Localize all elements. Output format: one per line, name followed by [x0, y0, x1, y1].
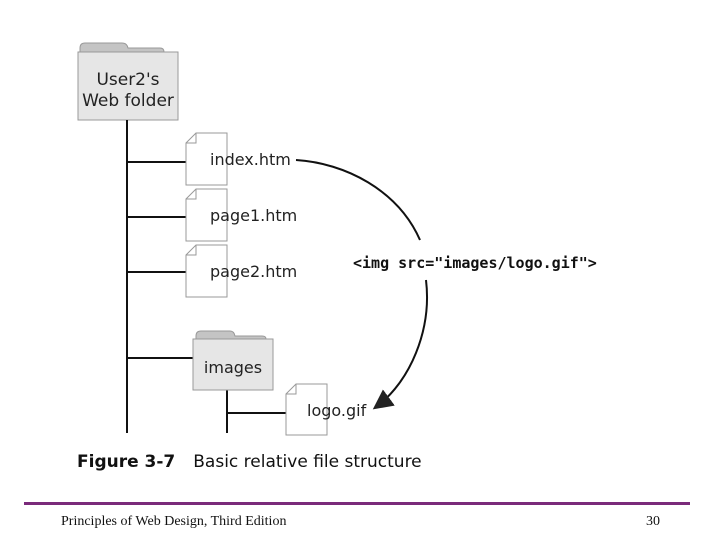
- img-tag-code-label: <img src="images/logo.gif">: [353, 254, 597, 272]
- figure-number: Figure 3-7: [77, 452, 176, 472]
- root-folder-label-line1: User2's: [96, 70, 159, 90]
- file-icon: [185, 132, 228, 186]
- file-label-index: index.htm: [210, 150, 291, 169]
- file-icon: [285, 383, 328, 436]
- images-folder-icon: [192, 330, 274, 391]
- figure-caption: Figure 3-7 Basic relative file structure: [77, 452, 422, 472]
- images-folder-label: images: [204, 358, 262, 377]
- file-label-page2: page2.htm: [210, 262, 297, 281]
- root-folder-label-line2: Web folder: [82, 91, 174, 111]
- file-label-logo: logo.gif: [307, 401, 367, 420]
- file-label-page1: page1.htm: [210, 206, 297, 225]
- footer-page-number: 30: [646, 514, 660, 529]
- file-icon: [185, 188, 228, 242]
- tree-lines: [126, 120, 286, 433]
- footer-book-title: Principles of Web Design, Third Edition: [61, 514, 287, 529]
- root-folder-icon: [77, 42, 179, 121]
- footer-divider: [24, 502, 690, 505]
- file-icon: [185, 244, 228, 298]
- reference-arrow: [295, 159, 428, 410]
- figure-title: Basic relative file structure: [193, 452, 422, 472]
